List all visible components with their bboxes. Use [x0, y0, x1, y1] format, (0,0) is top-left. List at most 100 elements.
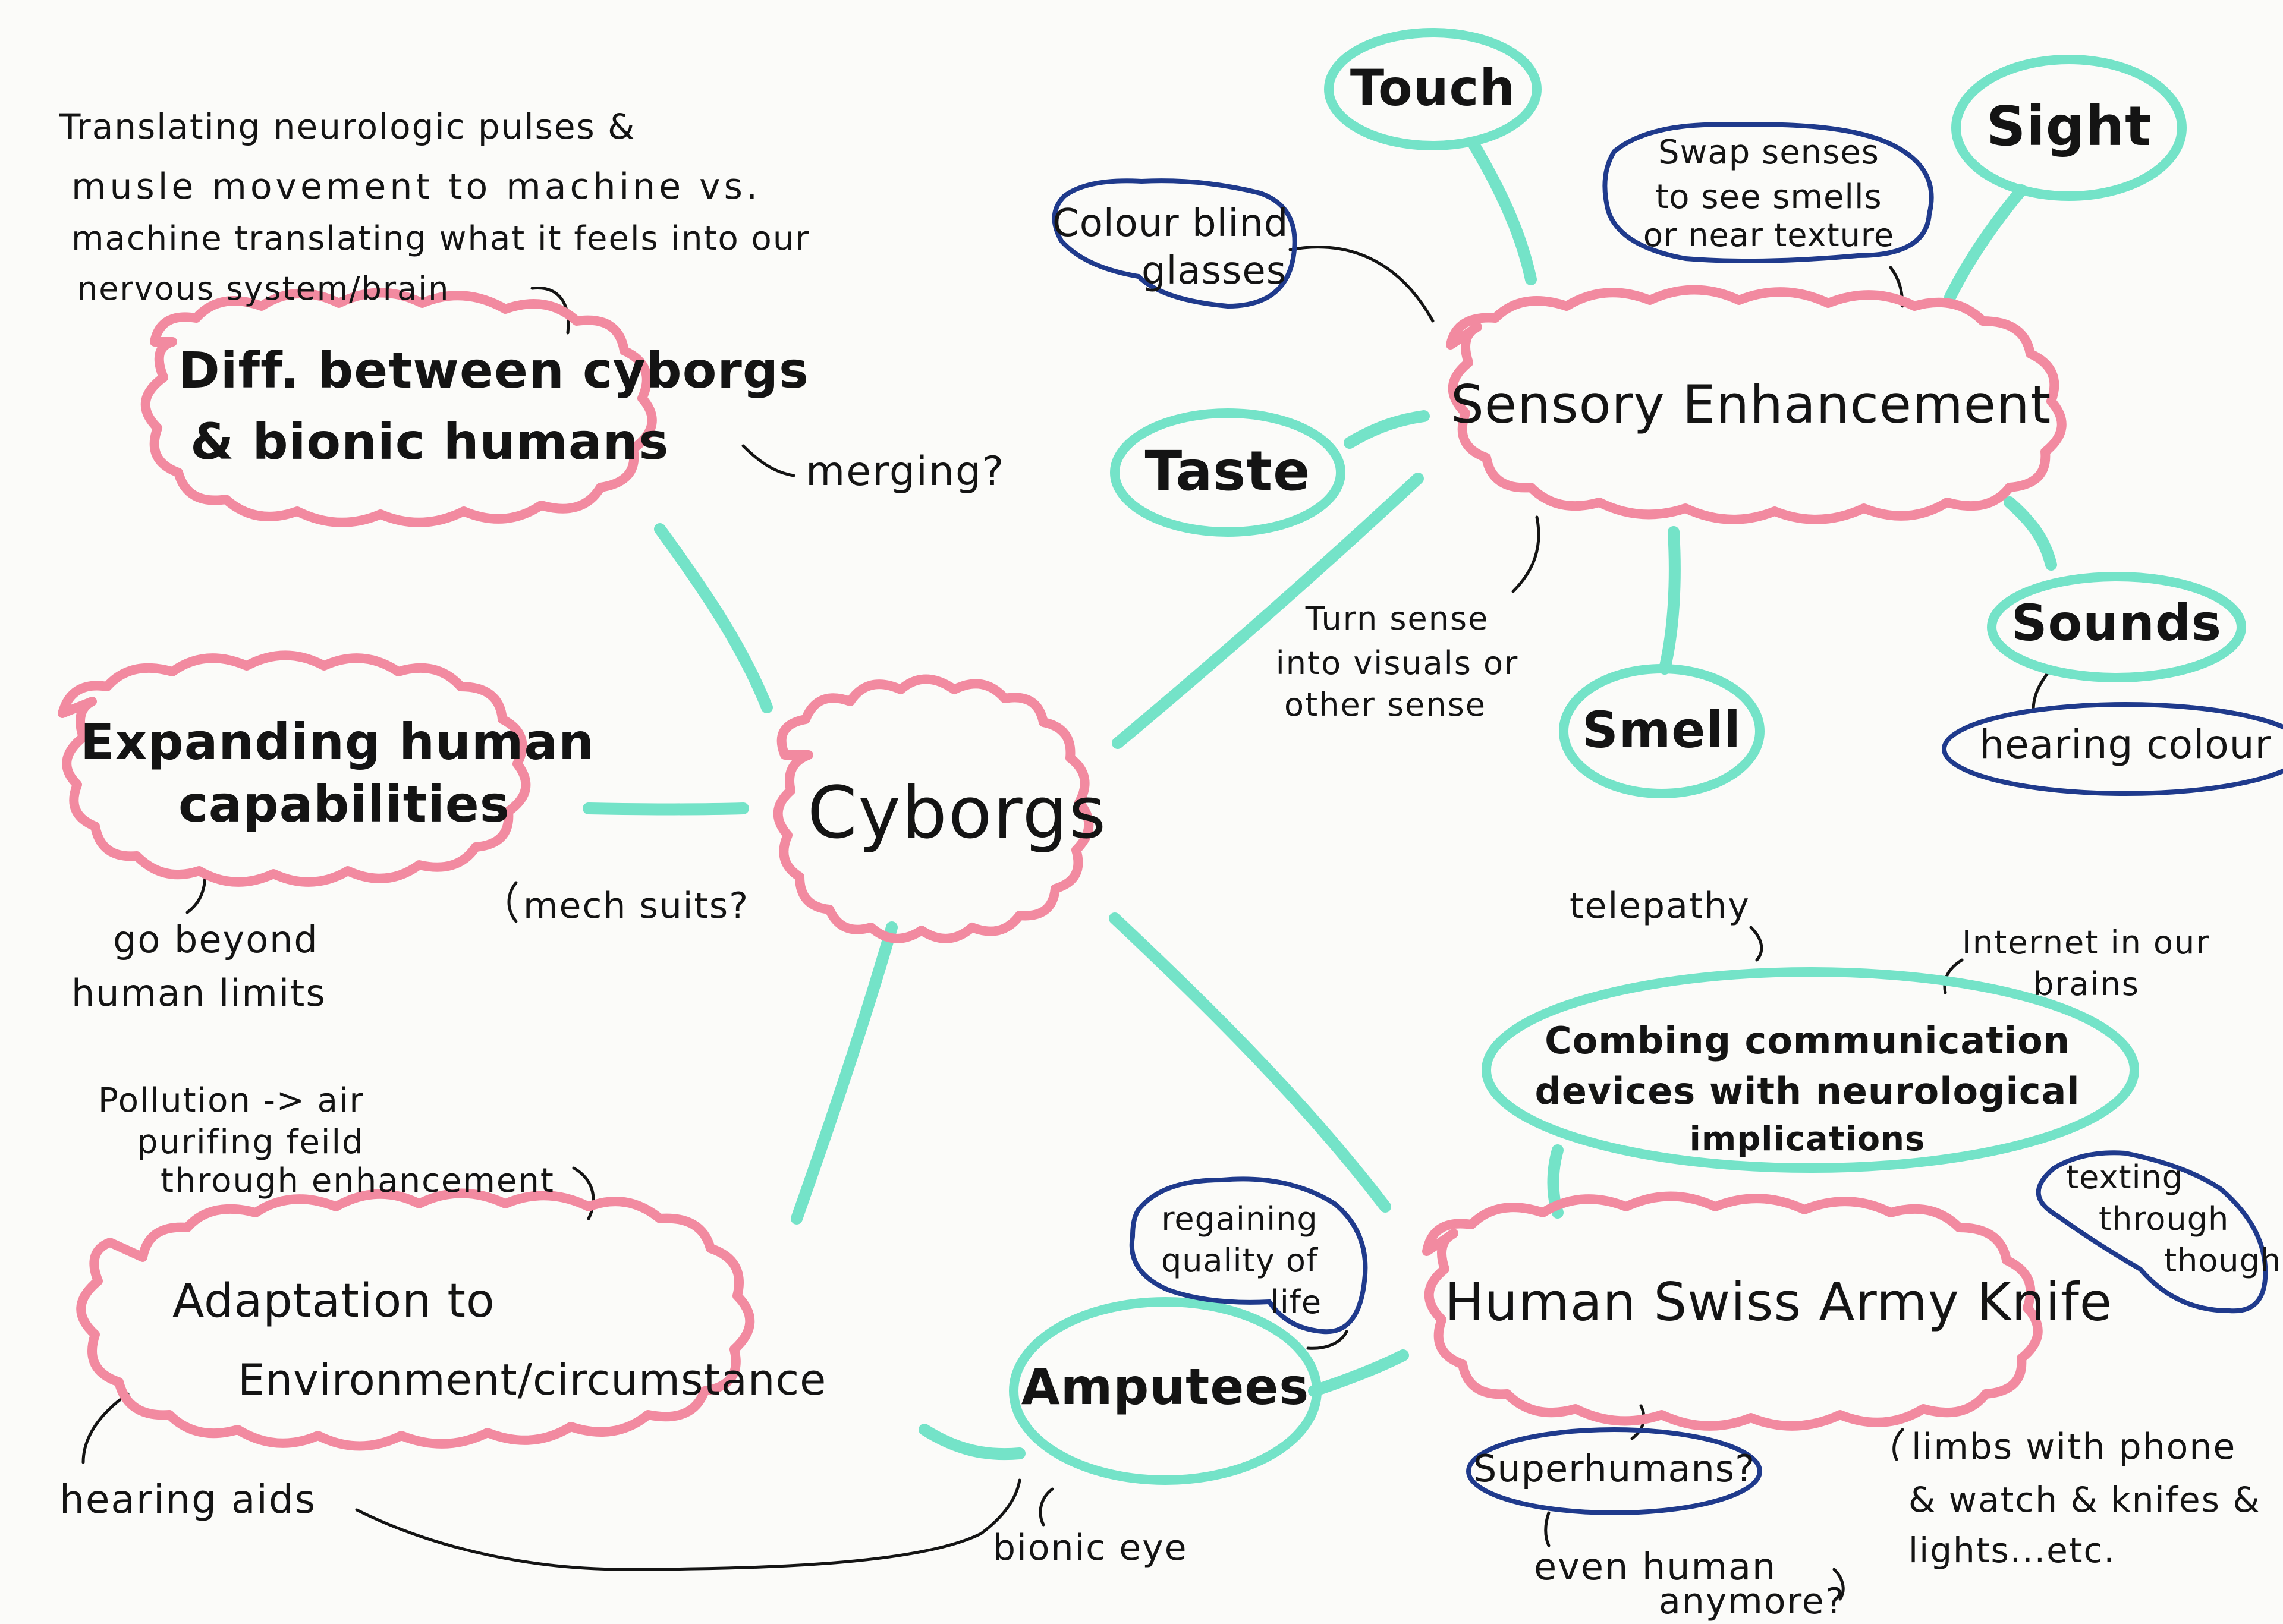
note-internet-line2: brains — [2033, 965, 2140, 1003]
note-even-human-line1: even human — [1534, 1545, 1777, 1588]
cloud-cyborgs — [773, 674, 1094, 943]
cloud-expanding — [58, 650, 531, 887]
note-pollution-line3: through enhancement — [161, 1162, 555, 1200]
node-hearing-colour: hearing colour — [1979, 722, 2272, 767]
note-internet-line1: Internet in our — [1962, 924, 2210, 961]
node-taste: Taste — [1144, 439, 1311, 503]
ink-internet — [1943, 958, 1964, 994]
note-telepathy: telepathy — [1570, 885, 1750, 927]
ellipse-hearing-colour — [1942, 702, 2283, 796]
note-pollution-line2: purifing feild — [137, 1123, 364, 1162]
node-diff-line1: Diff. between cyborgs — [178, 341, 809, 399]
ink-even-human-question — [1832, 1568, 1845, 1601]
note-translating-line4: nervous system/brain — [77, 270, 450, 307]
ink-expanding-go-beyond — [185, 872, 207, 914]
note-turn-sense-line3: other sense — [1284, 686, 1486, 723]
node-texting-line1: texting — [2066, 1159, 2184, 1196]
note-limbs-line1: limbs with phone — [1911, 1426, 2237, 1468]
note-mech-suits: mech suits? — [523, 885, 750, 927]
node-sounds: Sounds — [2011, 594, 2222, 652]
node-touch: Touch — [1350, 59, 1516, 117]
blob-texting — [2036, 1150, 2268, 1314]
node-colour-blind-line2: glasses — [1142, 249, 1287, 293]
node-regaining-line3: life — [1270, 1283, 1322, 1321]
node-texting-line2: through — [2099, 1200, 2229, 1238]
ink-sounds-hearing-colour — [2032, 667, 2053, 712]
node-regaining-line2: quality of — [1161, 1242, 1318, 1279]
node-expanding-line1: Expanding human — [80, 713, 595, 771]
ink-superhumans-even-human — [1544, 1511, 1551, 1547]
node-expanding-line2: capabilities — [178, 775, 510, 833]
node-smell: Smell — [1582, 701, 1741, 759]
ellipse-superhumans — [1466, 1427, 1762, 1515]
connector-diff-cyborgs — [654, 523, 773, 713]
note-limbs-line3: lights...etc. — [1908, 1530, 2116, 1571]
blob-regaining — [1129, 1176, 1368, 1335]
ellipse-sight — [1951, 55, 2187, 201]
cloud-sensory — [1446, 285, 2067, 524]
node-combining-line1: Combing communication — [1545, 1019, 2070, 1062]
node-swap-line2: to see smells — [1655, 178, 1882, 216]
note-turn-sense-line2: into visuals or — [1275, 644, 1519, 682]
ink-telepathy — [1749, 926, 1763, 962]
ink-limbs — [1892, 1428, 1904, 1461]
connector-adaptation-amputees — [919, 1424, 1026, 1461]
ellipse-smell — [1559, 664, 1765, 798]
ink-regaining-amputees — [1306, 1330, 1348, 1350]
ellipse-amputees — [1009, 1297, 1322, 1485]
ink-adaptation-hearing-aids — [81, 1392, 130, 1464]
node-sight: Sight — [1986, 95, 2152, 158]
cloud-diff — [140, 288, 657, 527]
connector-expanding-cyborgs — [583, 802, 749, 816]
node-regaining-line1: regaining — [1161, 1200, 1318, 1238]
note-merging: merging? — [806, 448, 1005, 495]
node-combining-line3: implications — [1689, 1120, 1926, 1159]
connector-sight-sensory — [1944, 184, 2027, 303]
ink-translating-diff — [530, 286, 570, 335]
note-translating-line1: Translating neurologic pulses & — [59, 106, 636, 147]
node-texting-line3: though — [2164, 1242, 2282, 1279]
node-swiss: Human Swiss Army Knife — [1445, 1271, 2112, 1333]
node-adaptation-line1: Adaptation to — [172, 1274, 495, 1328]
ink-pollution-adaptation — [572, 1166, 595, 1220]
connector-cyborgs-sensory — [1112, 473, 1424, 749]
ink-bionic-eye — [1039, 1487, 1054, 1527]
ellipse-combining — [1482, 967, 2139, 1173]
note-turn-sense-line1: Turn sense — [1305, 600, 1489, 637]
node-superhumans: Superhumans? — [1473, 1447, 1756, 1490]
note-go-beyond-line2: human limits — [71, 971, 326, 1015]
ellipse-touch — [1324, 28, 1542, 150]
ink-hearing-aids-bionic-eye — [355, 1478, 1021, 1571]
node-swap-line3: or near texture — [1643, 216, 1895, 254]
connector-sensory-sounds — [2004, 496, 2057, 571]
node-diff-line2: & bionic humans — [190, 413, 669, 471]
note-translating-line2: musle movement to machine vs. — [71, 166, 762, 207]
connector-touch-sensory — [1468, 140, 1537, 285]
cloud-swiss — [1422, 1191, 2043, 1431]
ellipse-sounds — [1987, 572, 2246, 682]
ink-diff-merging — [741, 444, 795, 477]
note-even-human-line2: anymore? — [1659, 1581, 1845, 1622]
node-adaptation-line2: Environment/circumstance — [238, 1355, 827, 1405]
cloud-adaptation — [76, 1188, 755, 1451]
note-go-beyond-line1: go beyond — [113, 918, 319, 961]
node-sensory: Sensory Enhancement — [1451, 374, 2052, 435]
node-colour-blind-line1: Colour blind — [1052, 202, 1289, 246]
node-amputees: Amputees — [1021, 1358, 1310, 1416]
blob-swap — [1602, 122, 1934, 263]
ink-sensory-turn-sense — [1511, 515, 1540, 593]
note-translating-line3: machine translating what it feels into o… — [71, 219, 810, 258]
connector-taste-sensory — [1344, 410, 1430, 449]
connector-sensory-smell — [1659, 526, 1681, 675]
node-cyborgs: Cyborgs — [807, 772, 1108, 855]
blob-colour-blind — [1052, 178, 1297, 309]
ink-mech-suits — [507, 881, 518, 923]
note-bionic-eye: bionic eye — [993, 1527, 1188, 1569]
note-hearing-aids: hearing aids — [59, 1477, 317, 1522]
ellipse-taste — [1110, 408, 1345, 537]
ink-colour-blind-sensory — [1288, 246, 1435, 323]
connector-amputees-swiss — [1308, 1349, 1409, 1397]
node-combining-line2: devices with neurological — [1534, 1069, 2080, 1113]
